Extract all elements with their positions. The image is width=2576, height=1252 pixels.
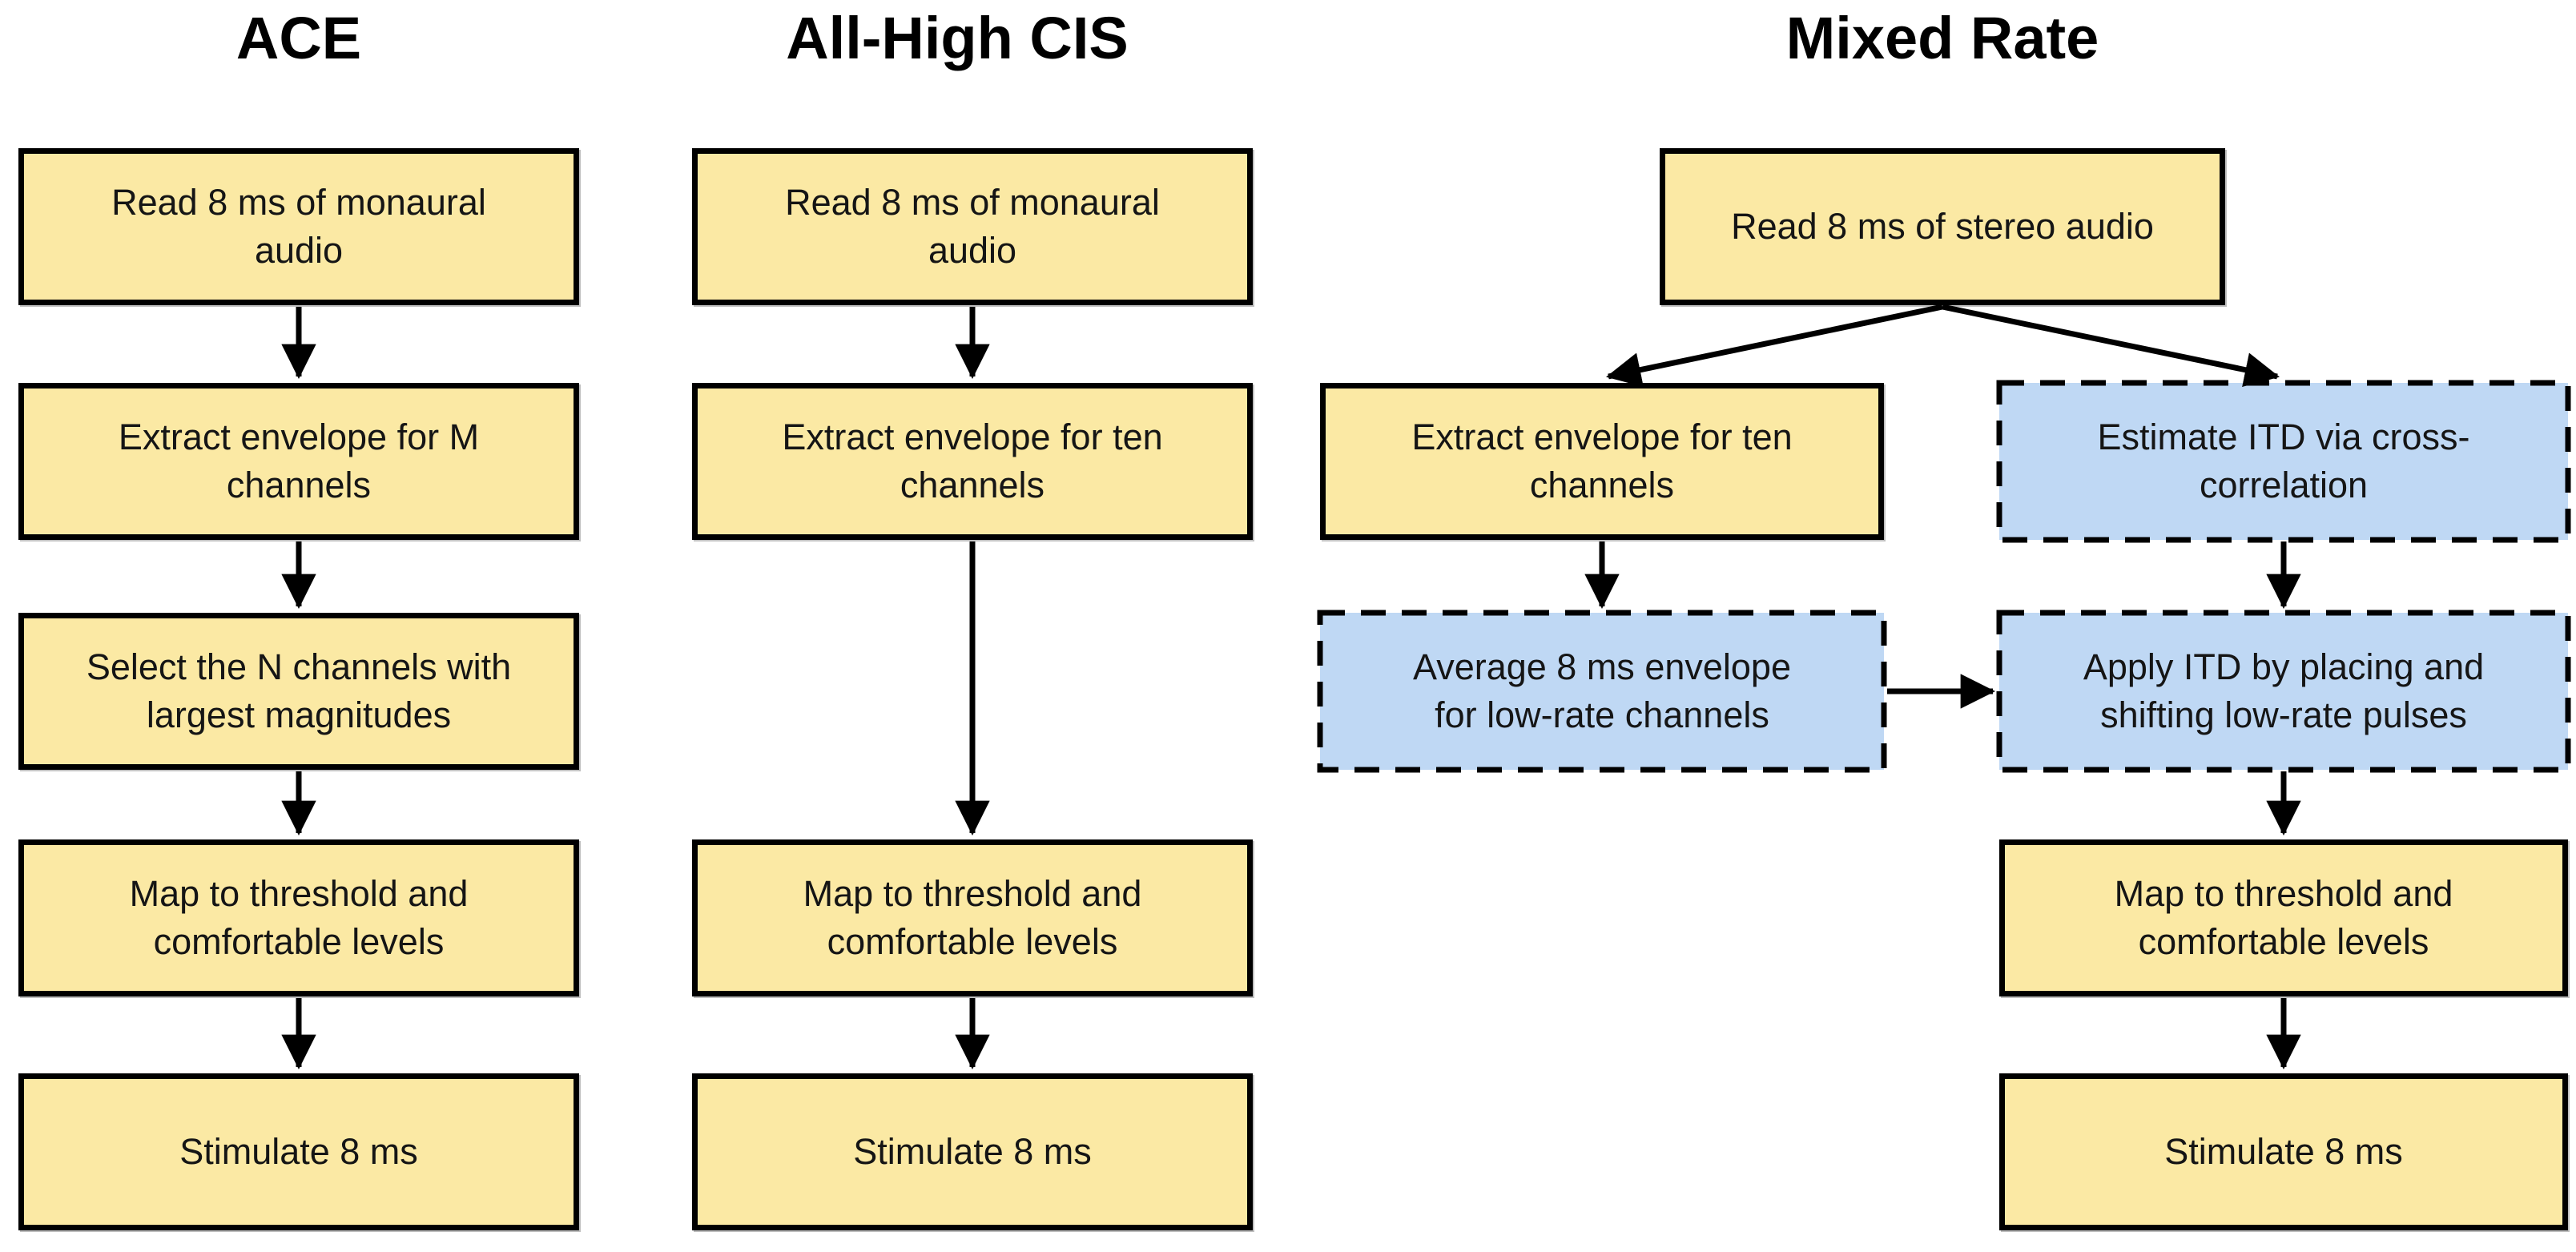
box-ace-read-audio: Read 8 ms of monaural audio bbox=[18, 148, 579, 305]
arrow-mr-read-to-estimate bbox=[1942, 304, 2280, 388]
box-label: Average 8 ms envelope for low-rate chann… bbox=[1413, 646, 1791, 735]
box-label: Read 8 ms of stereo audio bbox=[1731, 206, 2154, 247]
box-label: Map to threshold and comfortable levels bbox=[803, 873, 1142, 962]
box-mr-average-envelope: Average 8 ms envelope for low-rate chann… bbox=[1320, 613, 1884, 770]
box-mr-apply-itd: Apply ITD by placing and shifting low-ra… bbox=[1999, 613, 2568, 770]
box-ace-map-levels: Map to threshold and comfortable levels bbox=[18, 839, 579, 996]
box-label: Map to threshold and comfortable levels bbox=[2114, 873, 2453, 962]
column-header-mixed-rate: Mixed Rate bbox=[1785, 5, 2099, 71]
column-header-all-high-cis: All-High CIS bbox=[786, 5, 1129, 71]
box-label: Stimulate 8 ms bbox=[2164, 1131, 2403, 1172]
box-label: Apply ITD by placing and shifting low-ra… bbox=[2083, 646, 2485, 735]
box-label: Select the N channels with largest magni… bbox=[86, 646, 512, 735]
box-label: Extract envelope for ten channels bbox=[1411, 417, 1793, 505]
box-ace-select-channels: Select the N channels with largest magni… bbox=[18, 613, 579, 770]
box-cis-read-audio: Read 8 ms of monaural audio bbox=[692, 148, 1253, 305]
box-label: Map to threshold and comfortable levels bbox=[129, 873, 469, 962]
box-label: Estimate ITD via cross-correlation bbox=[2097, 417, 2470, 505]
box-mr-extract-envelope: Extract envelope for ten channels bbox=[1320, 383, 1884, 540]
box-ace-stimulate: Stimulate 8 ms bbox=[18, 1073, 579, 1230]
box-label: Extract envelope for M channels bbox=[118, 417, 480, 505]
box-label: Extract envelope for ten channels bbox=[782, 417, 1163, 505]
box-cis-map-levels: Map to threshold and comfortable levels bbox=[692, 839, 1253, 996]
box-label: Read 8 ms of monaural audio bbox=[111, 182, 486, 271]
box-mr-estimate-itd: Estimate ITD via cross-correlation bbox=[1999, 383, 2568, 540]
box-mr-map-levels: Map to threshold and comfortable levels bbox=[1999, 839, 2568, 996]
box-mr-stimulate: Stimulate 8 ms bbox=[1999, 1073, 2568, 1230]
box-mr-read-stereo-audio: Read 8 ms of stereo audio bbox=[1660, 148, 2225, 305]
box-label: Stimulate 8 ms bbox=[853, 1131, 1092, 1172]
column-header-ace: ACE bbox=[235, 5, 362, 71]
arrow-mr-read-to-extract bbox=[1606, 304, 1943, 387]
box-label: Read 8 ms of monaural audio bbox=[785, 182, 1160, 271]
box-label: Stimulate 8 ms bbox=[179, 1131, 418, 1172]
box-cis-stimulate: Stimulate 8 ms bbox=[692, 1073, 1253, 1230]
box-cis-extract-envelope: Extract envelope for ten channels bbox=[692, 383, 1253, 540]
box-ace-extract-envelope: Extract envelope for M channels bbox=[18, 383, 579, 540]
